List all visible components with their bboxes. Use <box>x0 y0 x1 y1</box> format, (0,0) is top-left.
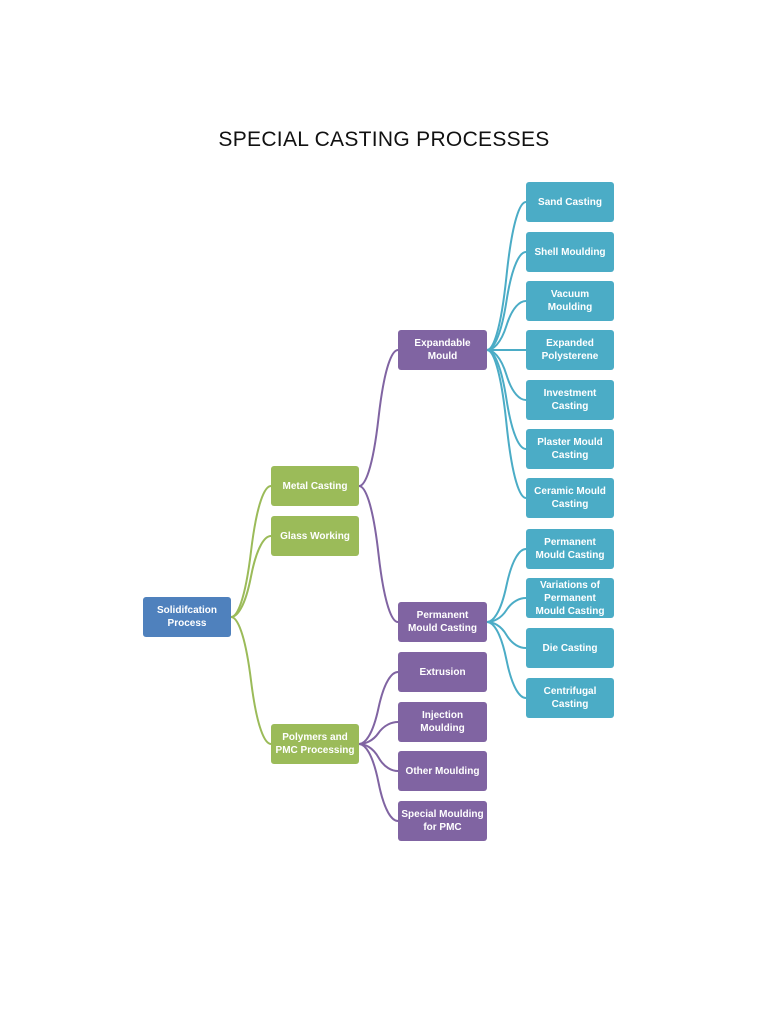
connector-root-to-glass_working <box>230 535 272 618</box>
node-sand-casting: Sand Casting <box>526 182 614 222</box>
node-ceramic-mould-casting: Ceramic Mould Casting <box>526 478 614 518</box>
node-permanent-mould-casting: Permanent Mould Casting <box>398 602 487 642</box>
node-injection-moulding: Injection Moulding <box>398 702 487 742</box>
connector-metal_casting-to-permanent <box>358 485 399 623</box>
node-metal-casting: Metal Casting <box>271 466 359 506</box>
connector-expandable-to-shell <box>486 251 527 351</box>
node-variations-permanent-mould-casting: Variations of Permanent Mould Casting <box>526 578 614 618</box>
connector-polymers-to-special_moulding <box>358 743 399 822</box>
connector-permanent-to-die <box>486 621 527 649</box>
node-polymers-pmc-processing: Polymers and PMC Processing <box>271 724 359 764</box>
node-special-moulding-pmc: Special Moulding for PMC <box>398 801 487 841</box>
connector-root-to-polymers <box>230 616 272 745</box>
connector-root-to-metal_casting <box>230 485 272 618</box>
node-shell-moulding: Shell Moulding <box>526 232 614 272</box>
connector-expandable-to-ceramic <box>486 349 527 499</box>
node-permanent-mould-casting-leaf: Permanent Mould Casting <box>526 529 614 569</box>
connector-expandable-to-vacuum <box>486 300 527 351</box>
node-plaster-mould-casting: Plaster Mould Casting <box>526 429 614 469</box>
diagram-title: SPECIAL CASTING PROCESSES <box>218 128 550 151</box>
node-extrusion: Extrusion <box>398 652 487 692</box>
connector-polymers-to-injection <box>358 721 399 745</box>
node-investment-casting: Investment Casting <box>526 380 614 420</box>
connector-permanent-to-variations <box>486 597 527 623</box>
node-die-casting: Die Casting <box>526 628 614 668</box>
connector-expandable-to-sand <box>486 201 527 351</box>
node-expandable-mould: Expandable Mould <box>398 330 487 370</box>
connector-polymers-to-other_moulding <box>358 743 399 772</box>
connector-expandable-to-plaster <box>486 349 527 450</box>
node-centrifugal-casting: Centrifugal Casting <box>526 678 614 718</box>
connector-permanent-to-perm_mould <box>486 548 527 623</box>
node-expanded-polysterene: Expanded Polysterene <box>526 330 614 370</box>
node-glass-working: Glass Working <box>271 516 359 556</box>
node-solidification-process: Solidifcation Process <box>143 597 231 637</box>
node-vacuum-moulding: Vacuum Moulding <box>526 281 614 321</box>
connector-permanent-to-centrifugal <box>486 621 527 699</box>
connector-polymers-to-extrusion <box>358 671 399 745</box>
node-other-moulding: Other Moulding <box>398 751 487 791</box>
connector-metal_casting-to-expandable <box>358 349 399 487</box>
